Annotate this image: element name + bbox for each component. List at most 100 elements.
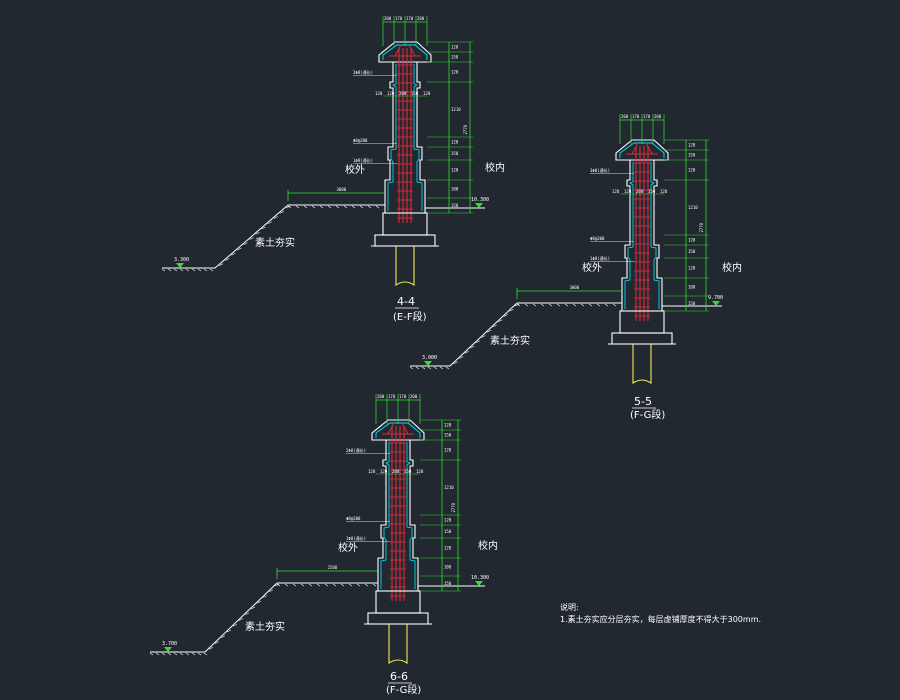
mid-dimension-value: 120 (368, 469, 376, 474)
slope-hatch (486, 329, 492, 333)
soil-hatch (179, 268, 184, 272)
slope-hatch (509, 308, 514, 312)
slope-hatch (459, 356, 464, 359)
soil-hatch (580, 303, 585, 307)
footing-upper (375, 590, 421, 614)
wall-left-outline (621, 160, 631, 311)
fill-label: 素土夯实 (490, 334, 530, 347)
mid-dimension-value: 200 (399, 91, 407, 96)
soil-hatch (343, 205, 348, 209)
soil-hatch (532, 303, 537, 307)
mid-dimension-value: 120 (387, 91, 395, 96)
slope-hatch (225, 258, 230, 261)
elevation-right: 10.300 (471, 575, 489, 581)
notes-line-1: 1.素土夯实应分层夯实，每层虚铺厚度不得大于300mm. (560, 614, 761, 624)
outside-label: 校外 (338, 541, 358, 554)
top-dimension-value: 170 (632, 114, 640, 119)
soil-hatch (364, 583, 369, 587)
section-subtitle: (E-F段) (393, 310, 427, 323)
wall-right-outline (653, 160, 663, 311)
soil-hatch (332, 583, 337, 587)
footing-lower (374, 234, 436, 247)
right-dimension-value: 150 (451, 203, 459, 208)
slope-hatch (237, 247, 242, 251)
slope-hatch (208, 646, 214, 650)
slope-hatch (256, 600, 262, 604)
soil-hatch (564, 303, 569, 307)
slope-hatch (261, 226, 266, 230)
right-dimension-value: 120 (444, 423, 452, 428)
right-dimension-value: 120 (688, 143, 696, 148)
top-dimension-value: 200 (410, 394, 418, 399)
rebar-note-stirrup: Φ8@200 (590, 236, 605, 241)
ground-dimension-value: 2500 (328, 565, 338, 570)
soil-hatch (287, 205, 292, 209)
elevation-marker-right (475, 203, 483, 208)
inside-label: 校内 (485, 161, 505, 174)
soil-hatch (173, 652, 178, 656)
soil-hatch (324, 583, 329, 587)
rebar-note-top: 3Φ8(通长) (590, 167, 610, 173)
wall-cap (371, 419, 425, 441)
footing-lower (367, 612, 429, 625)
wall-right-outline (416, 62, 426, 213)
fill-label: 素土夯实 (255, 236, 295, 249)
right-dimension-value: 120 (451, 45, 459, 50)
soil-hatch (173, 268, 178, 272)
soil-hatch (303, 205, 308, 209)
slope-hatch (464, 350, 469, 354)
mid-dimension-value: 120 (375, 91, 383, 96)
soil-hatch (351, 205, 356, 209)
slope-hatch (231, 252, 236, 256)
section-title: 4-4 (397, 295, 415, 308)
soil-hatch (197, 652, 202, 656)
soil-hatch (295, 205, 300, 209)
top-dimension-value: 170 (399, 394, 407, 399)
soil-hatch (516, 303, 521, 307)
top-dimension-value: 170 (406, 16, 414, 21)
ground-outside (410, 302, 622, 367)
right-dimension-value: 120 (444, 518, 452, 523)
rebar-cap-bend-left (631, 142, 639, 155)
section-title: 5-5 (634, 395, 652, 408)
mid-dimension-value: 150 (648, 189, 656, 194)
right-dimension-value: 120 (451, 168, 459, 173)
wall-right-outline (409, 440, 419, 591)
section-title: 6-6 (390, 670, 408, 683)
soil-hatch (367, 205, 372, 209)
top-dimension-value: 200 (417, 16, 425, 21)
soil-hatch (155, 652, 160, 656)
elevation-marker-left (424, 361, 432, 366)
slope-hatch (273, 216, 278, 219)
slope-hatch (267, 221, 272, 225)
soil-hatch (161, 652, 166, 656)
soil-hatch (300, 583, 305, 587)
slope-hatch (514, 303, 520, 307)
slope-hatch (250, 606, 256, 610)
footing-lower (611, 332, 673, 345)
soil-hatch (356, 583, 361, 587)
soil-hatch (284, 583, 289, 587)
slope-hatch (274, 583, 280, 587)
soil-hatch (191, 268, 196, 272)
right-dimension-value: 100 (451, 187, 459, 192)
section-subtitle: (F-G段) (386, 683, 421, 696)
slope-hatch (238, 618, 244, 621)
inside-label: 校内 (478, 539, 498, 552)
top-dimension-value: 200 (654, 114, 662, 119)
soil-hatch (612, 303, 617, 307)
rebar-note-bottom: 1Φ8(通长) (353, 157, 373, 163)
soil-hatch (524, 303, 529, 307)
right-dimension-value: 120 (444, 546, 452, 551)
wall-left-outline (384, 62, 394, 213)
mid-dimension-value: 120 (423, 91, 431, 96)
soil-hatch (415, 366, 420, 370)
top-dimension-value: 200 (377, 394, 385, 399)
soil-hatch (327, 205, 332, 209)
slope-hatch (262, 595, 268, 598)
slope-hatch (475, 340, 481, 344)
elevation-right: 10.300 (471, 197, 489, 203)
mid-dimension-value: 120 (612, 189, 620, 194)
